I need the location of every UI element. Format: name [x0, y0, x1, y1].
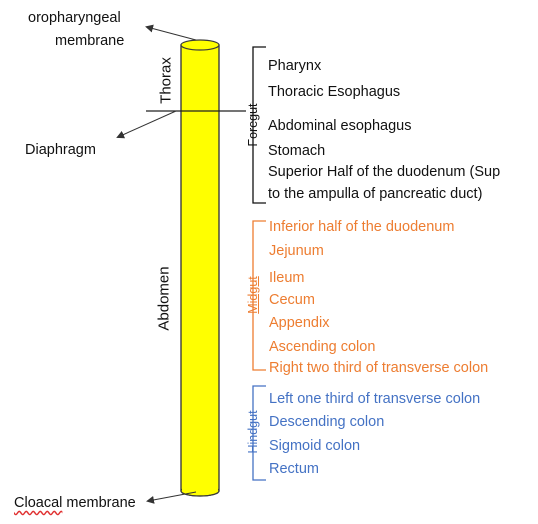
midgut-item: Right two third of transverse colon	[269, 360, 489, 376]
hindgut-item: Descending colon	[269, 414, 385, 430]
cloacal-membrane-label: Cloacal membrane	[14, 495, 136, 512]
midgut-item: Ileum	[269, 270, 305, 286]
foregut-item: to the ampulla of pancreatic duct)	[268, 186, 483, 202]
cloacal-membrane-word: membrane	[62, 495, 136, 511]
midgut-item: Inferior half of the duodenum	[269, 219, 455, 235]
midgut-label: Midgut	[246, 276, 260, 314]
foregut-item: Abdominal esophagus	[268, 118, 412, 134]
thorax-label: Thorax	[157, 57, 175, 104]
foregut-item: Stomach	[268, 143, 326, 159]
hindgut-label: Hindgut	[246, 410, 260, 454]
oropharyngeal-arrow	[145, 24, 197, 41]
foregut-bracket	[252, 46, 266, 204]
cloacal-word: Cloacal	[14, 495, 63, 511]
hindgut-item: Rectum	[269, 461, 319, 477]
cloacal-arrow	[146, 491, 197, 504]
foregut-item: Pharynx	[268, 58, 322, 74]
midgut-bracket	[252, 220, 266, 371]
midgut-item: Ascending colon	[269, 339, 376, 355]
abdomen-label: Abdomen	[155, 266, 173, 331]
diaphragm-label: Diaphragm	[25, 142, 96, 158]
foregut-label: Foregut	[246, 103, 260, 147]
diaphragm-arrow	[116, 110, 177, 139]
midgut-item: Cecum	[269, 292, 315, 308]
hindgut-item: Sigmoid colon	[269, 438, 361, 454]
oropharyngeal-label-line1: oropharyngeal	[28, 10, 121, 26]
tube-top-cap	[180, 39, 220, 51]
hindgut-bracket	[252, 385, 266, 481]
tube-body	[180, 44, 220, 492]
midgut-item: Jejunum	[269, 243, 324, 259]
foregut-item: Thoracic Esophagus	[268, 84, 401, 100]
oropharyngeal-label-line2: membrane	[55, 33, 125, 49]
gut-tube	[180, 39, 220, 497]
midgut-item: Appendix	[269, 315, 330, 331]
foregut-item: Superior Half of the duodenum (Sup	[268, 164, 501, 180]
hindgut-item: Left one third of transverse colon	[269, 391, 481, 407]
